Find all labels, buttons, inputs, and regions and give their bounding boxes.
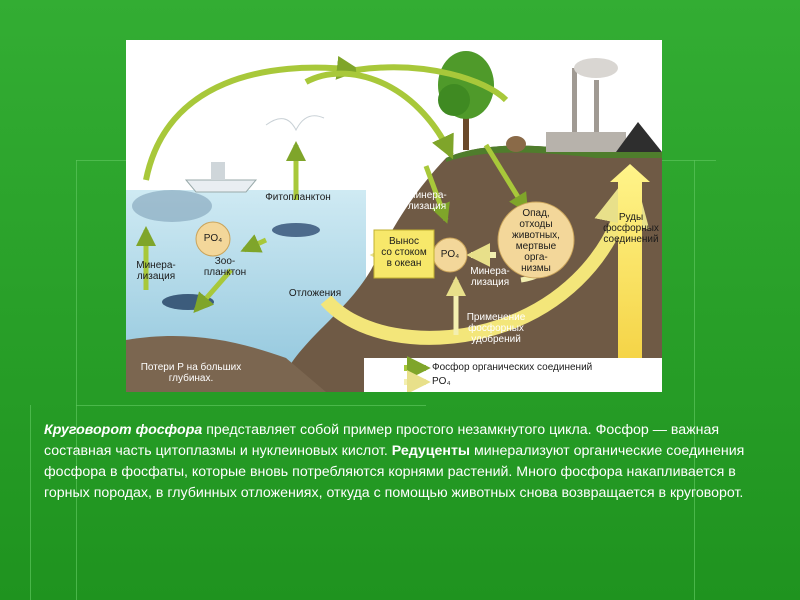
litter-circle (497, 201, 575, 279)
label-litter: Опад, отходы животных, мертвые орга- низ… (512, 208, 560, 274)
decor-line (76, 160, 77, 600)
label-losses: Потери Р на больших глубинах. (140, 362, 242, 384)
label-fertilizers: Применение фосфорных удобрений (466, 312, 526, 345)
label-phytoplankton: Фитопланктон (265, 192, 331, 203)
decor-line (76, 405, 426, 406)
caption-text-2: минерализуют органические соединения фос… (44, 443, 745, 501)
fish-school (132, 190, 212, 222)
ship-icon (184, 179, 258, 193)
legend-po4: PO₄ (432, 376, 451, 387)
legend-organic: Фосфор органических соединений (432, 362, 593, 373)
label-guano: Гуано (384, 172, 412, 183)
caption-text-1: представляет собой пример простого незам… (44, 422, 720, 459)
runoff-box (373, 229, 435, 279)
phosphorus-cycle-diagram: Фитопланктон PO₄ Зоо- планктон Минера- л… (126, 40, 662, 392)
slide-caption: Круговорот фосфора представляет собой пр… (44, 420, 774, 504)
label-runoff: Вынос со стоком в океан (381, 236, 427, 269)
coal-heap (616, 122, 662, 152)
label-po4-land: PO₄ (440, 249, 460, 260)
fish-icon (272, 223, 320, 237)
decor-line (694, 160, 695, 600)
label-mineralization-land: Минера- лизация (407, 190, 447, 212)
label-zooplankton: Зоо- планктон (203, 256, 247, 278)
caption-bold-word: Редуценты (391, 443, 471, 459)
diagram-artwork (126, 51, 662, 392)
ore-arrow (610, 164, 650, 390)
label-ores: Руды фосфорных соединений (603, 212, 659, 245)
label-po4-sea: PO₄ (203, 233, 223, 244)
sea-floor (126, 336, 326, 392)
factory-icon (546, 132, 626, 152)
label-sediments: Отложения (288, 288, 342, 299)
caption-title: Круговорот фосфора (44, 422, 203, 438)
rabbit-icon (506, 136, 526, 152)
label-mineralization-soil: Минера- лизация (470, 266, 510, 288)
decor-line (30, 405, 31, 600)
po4-sea-circle (195, 221, 231, 257)
label-mineralization-sea: Минера- лизация (136, 260, 176, 282)
